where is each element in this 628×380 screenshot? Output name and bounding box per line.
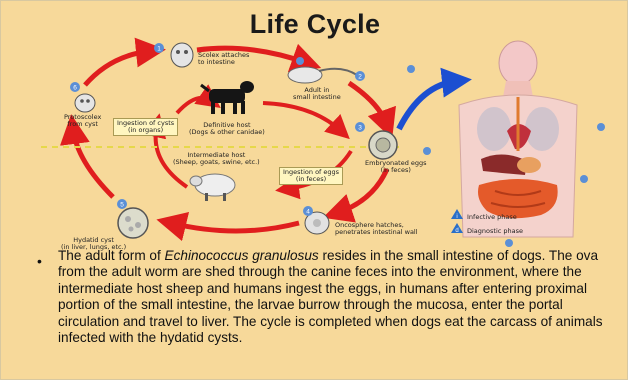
svg-text:1: 1 — [157, 46, 161, 53]
stage-badge-5: 5 — [117, 199, 127, 209]
infective-legend-icon: i — [451, 209, 463, 220]
bullet-marker: • — [37, 253, 42, 269]
human-arrow — [399, 81, 457, 129]
stage-badge-3: 3 — [355, 122, 365, 132]
marker-dot — [423, 147, 431, 155]
inner-arrow-dog — [177, 98, 211, 113]
marker-dot — [407, 65, 415, 73]
description-paragraph: The adult form of Echinococcus granulosu… — [58, 248, 610, 346]
label-ingestion-eggs: Ingestion of eggs(in feces) — [279, 167, 343, 185]
scolex-icon — [171, 43, 193, 67]
stage-badge-4: 4 — [303, 206, 313, 216]
page-title: Life Cycle — [1, 9, 628, 40]
svg-text:5: 5 — [120, 202, 124, 209]
inner-arrow-feces — [263, 103, 341, 131]
svg-text:4: 4 — [306, 209, 310, 216]
cycle-arrow-left-upper — [85, 51, 151, 85]
legend-infective: Infective phase — [467, 213, 517, 221]
marker-dot — [597, 123, 605, 131]
stage-badge-1: 1 — [154, 43, 164, 53]
description-part-1: The adult form of — [58, 248, 165, 263]
svg-text:i: i — [456, 214, 457, 220]
label-definitive-host: Definitive host(Dogs & other canidae) — [189, 122, 265, 136]
marker-dot — [580, 175, 588, 183]
svg-text:3: 3 — [358, 125, 362, 132]
stage-badge-2: 2 — [355, 71, 365, 81]
adult-worm-icon — [288, 67, 357, 83]
diagnostic-legend-icon: d — [451, 223, 463, 234]
cycle-arrow-right-lower — [337, 169, 387, 213]
label-oncosphere: Oncosphere hatches,penetrates intestinal… — [335, 222, 418, 236]
cycle-arrow-right-upper — [349, 83, 387, 125]
svg-text:6: 6 — [73, 85, 77, 92]
hydatid-cyst-icon — [118, 208, 148, 238]
protoscolex-icon — [75, 94, 95, 112]
embryonated-egg-icon — [369, 131, 397, 159]
svg-text:d: d — [455, 228, 458, 234]
marker-dot — [296, 57, 304, 65]
human-anatomy-figure — [459, 41, 577, 237]
label-intermediate-host: Intermediate host(Sheep, goats, swine, e… — [173, 152, 260, 166]
species-name: Echinococcus granulosus — [165, 248, 319, 263]
cycle-arrow-left-lower — [73, 129, 113, 197]
stage-badge-6: 6 — [70, 82, 80, 92]
cycle-arrow-bottom — [171, 223, 299, 231]
sheep-icon — [190, 174, 235, 201]
label-ingestion-cysts: Ingestion of cysts(in organs) — [113, 118, 178, 136]
marker-dot — [505, 239, 513, 247]
label-embryonated-eggs: Embryonated eggs(in feces) — [365, 160, 427, 174]
svg-text:2: 2 — [358, 74, 362, 81]
legend-diagnostic: Diagnostic phase — [467, 227, 523, 235]
